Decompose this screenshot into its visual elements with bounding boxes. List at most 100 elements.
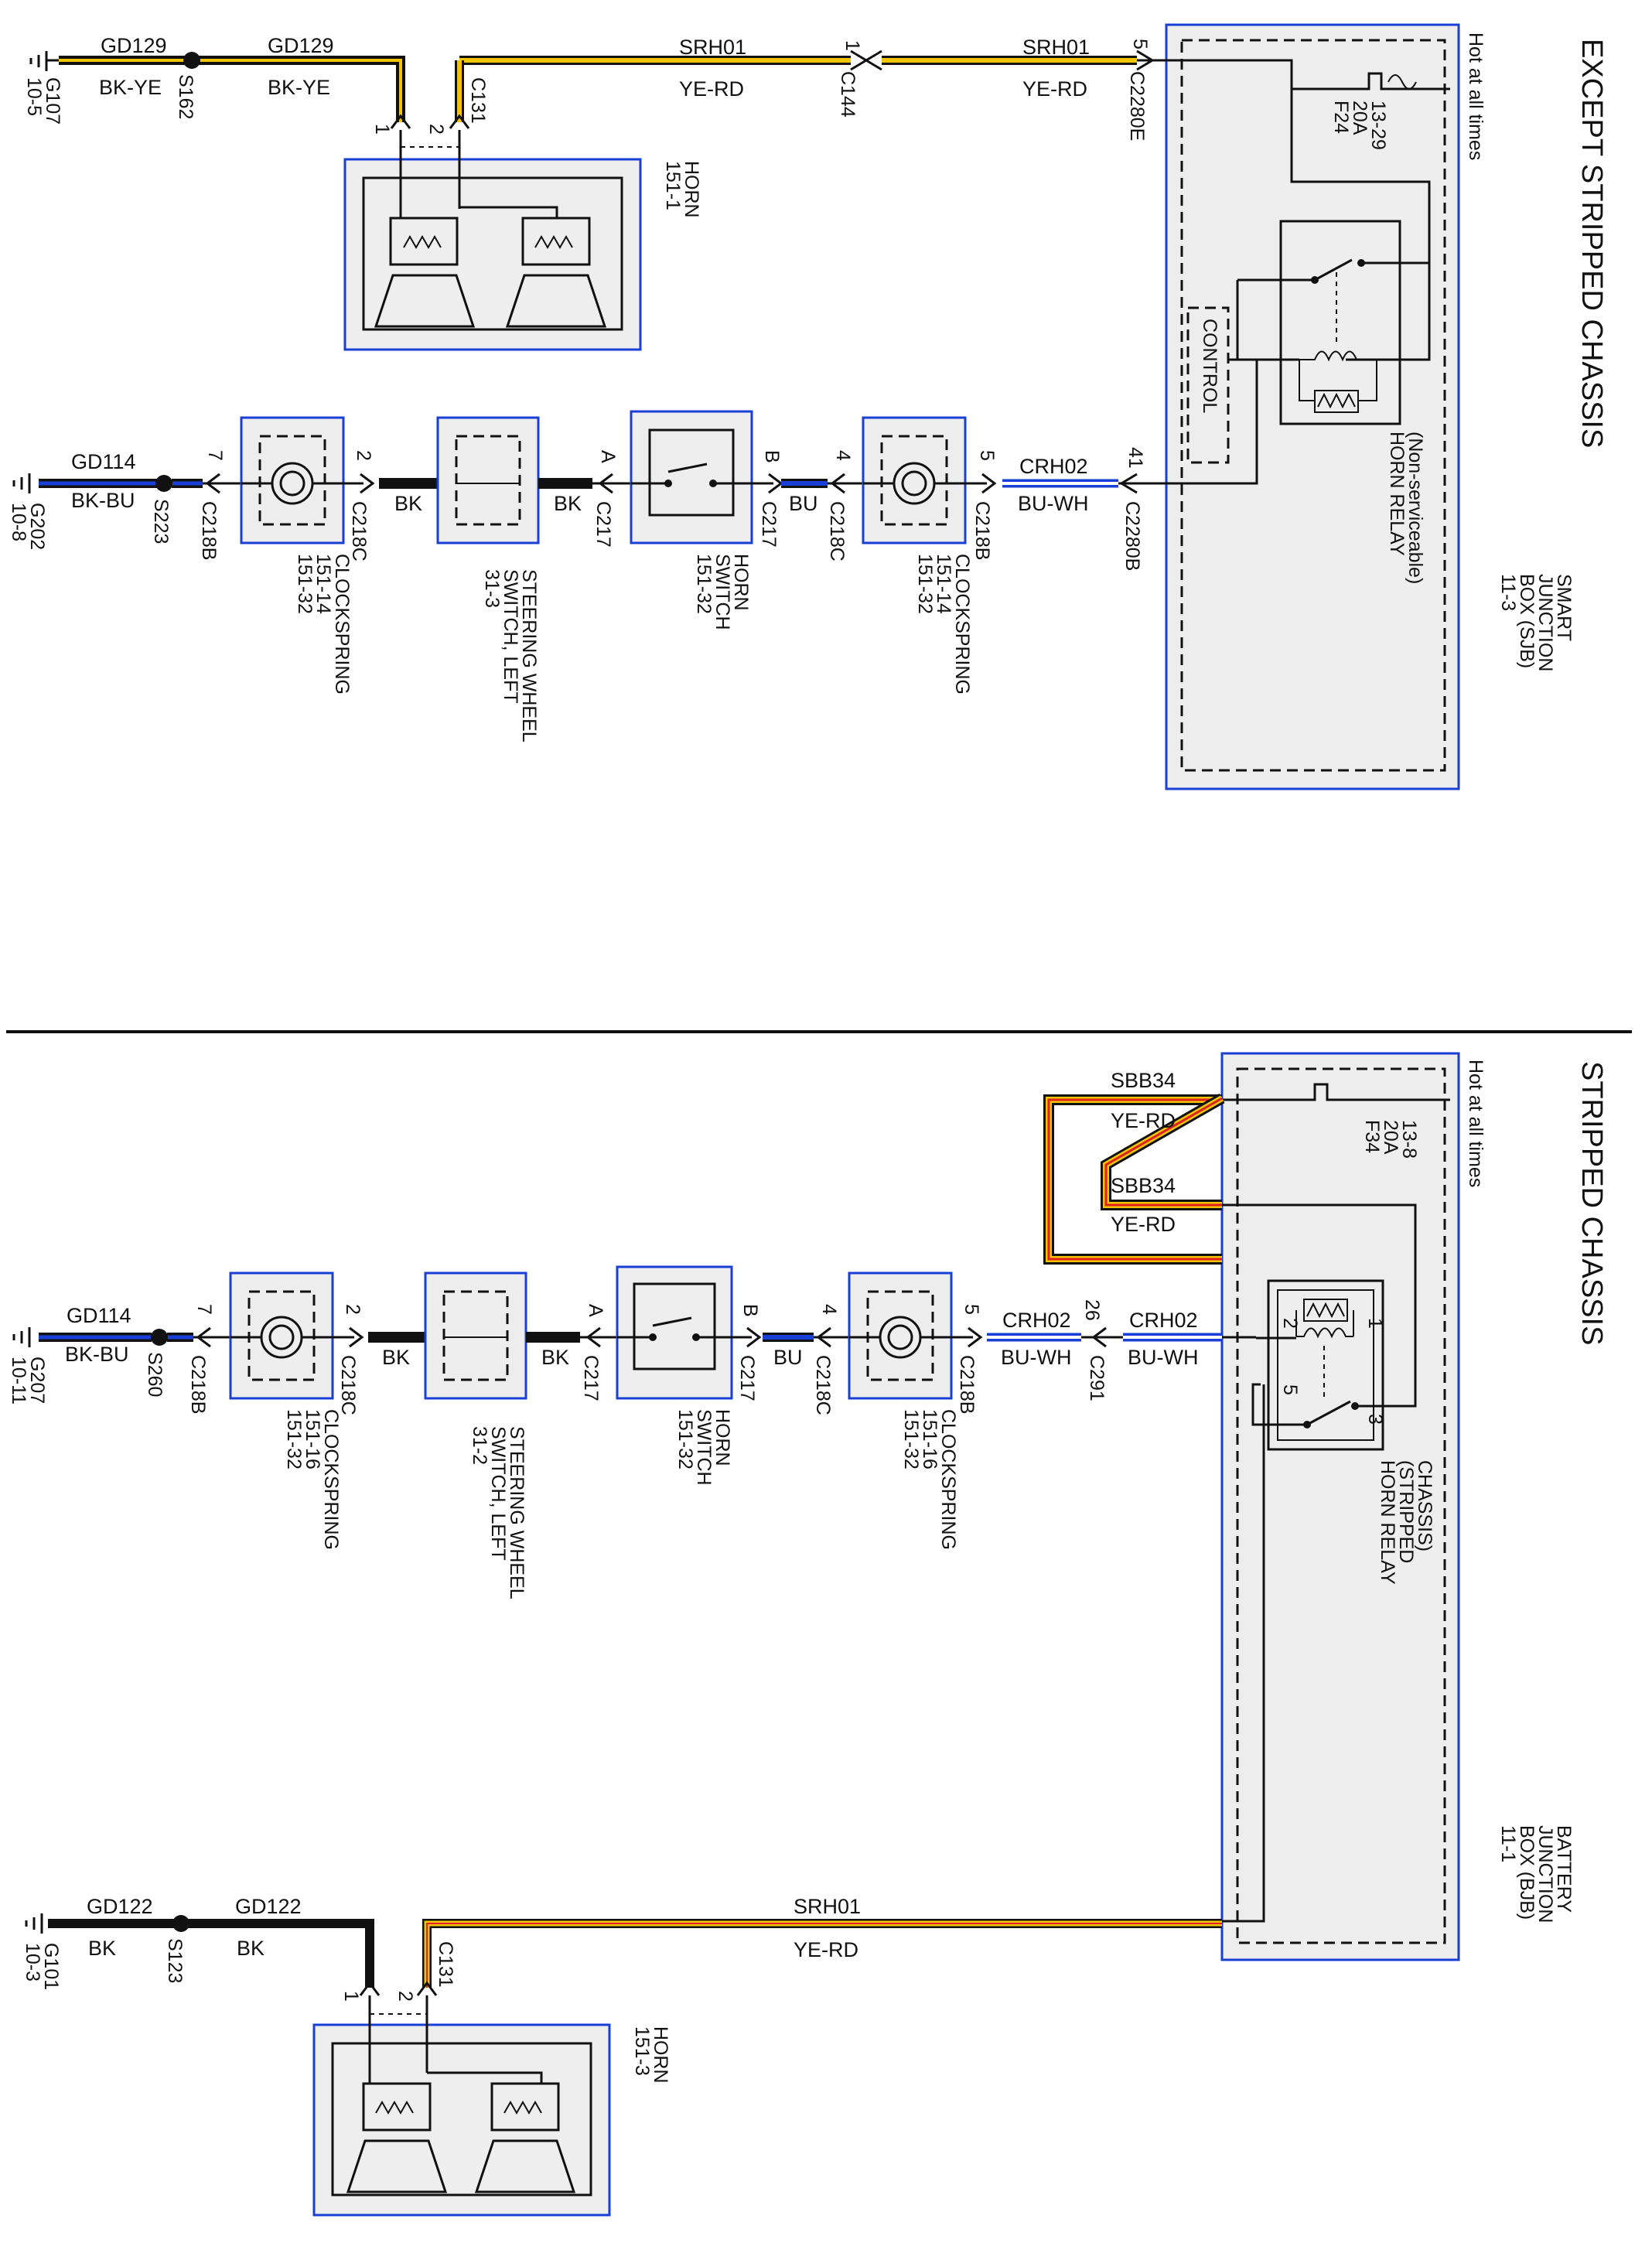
horn-switch-top-symbol: [631, 463, 752, 485]
relay-bottom-coil-leads: [1295, 1310, 1354, 1336]
section-title-top: EXCEPT STRIPPED CHASSIS: [1575, 39, 1608, 448]
wire-gd129-color-1: BK-YE: [99, 76, 162, 99]
svg-text:10-5: 10-5: [23, 77, 45, 116]
svg-text:BOX (BJB): BOX (BJB): [1516, 1825, 1538, 1920]
connector-c2280b-label: C2280B: [1121, 501, 1143, 571]
horn-top-label: HORN 151-1: [662, 161, 702, 218]
wire-sbb34-name-2: SBB34: [1111, 1174, 1176, 1197]
connector-c144-pin: 1: [841, 40, 863, 51]
bjb-label: BATTERY JUNCTION BOX (BJB) 11-1: [1497, 1825, 1575, 1923]
clockspring-top-left-label: CLOCKSPRING 151-14 151-32: [294, 554, 353, 695]
svg-text:(STRIPPED: (STRIPPED: [1395, 1460, 1417, 1563]
horn-bottom-box: [312, 2023, 611, 2217]
svg-text:CLOCKSPRING: CLOCKSPRING: [951, 554, 973, 695]
relay-resistor-zigzag: [1317, 392, 1356, 409]
wire-gd114-top-color: BK-BU: [71, 489, 135, 512]
svg-text:10-3: 10-3: [22, 1943, 43, 1981]
horn-switch-top-label: HORN SWITCH 151-32: [693, 554, 752, 630]
connector-c218b-bottom-right-label: C218B: [956, 1355, 978, 1414]
wire-gd114-top-name: GD114: [71, 450, 136, 473]
sjb-inner-outline: [1180, 39, 1446, 772]
connector-c218c-top-right: [828, 473, 863, 494]
wire-crh02-bottom-2-color: BU-WH: [1128, 1346, 1198, 1369]
wire-bk-top-1-label: BK: [394, 492, 422, 515]
horn-bottom-symbols: [346, 1995, 576, 2193]
ground-g202-symbol: [12, 473, 31, 493]
connector-c131-bottom-label: C131: [435, 1941, 456, 1988]
horn-top-box: [343, 158, 642, 351]
connector-c2280b: [1118, 473, 1138, 494]
top-row: S223 G202 10-8 GD114 BK-BU C218B 7 CLOCK…: [8, 410, 1146, 742]
ground-g202-label: G202 10-8: [8, 503, 48, 550]
splice-s162: [183, 52, 200, 69]
connector-c218c-top-left-pin: 2: [353, 450, 374, 461]
horn-switch-bottom-label: HORN SWITCH 151-32: [674, 1409, 733, 1486]
wire-srh01-bottom-tracer: [426, 1923, 1222, 1988]
wire-srh01-color-1: YE-RD: [679, 77, 744, 101]
ground-g207-label: G207 10-11: [8, 1357, 48, 1405]
connector-c144-symbol: [850, 49, 882, 71]
wire-crh02-top-name: CRH02: [1019, 455, 1088, 478]
connector-c2280e-label: C2280E: [1126, 71, 1148, 141]
connector-c131-bottom-symbol: [359, 1981, 438, 1996]
svg-text:G107: G107: [42, 77, 63, 125]
bjb-feed-to-relay: [1222, 1203, 1417, 1408]
relay-bottom-pin-3: 3: [1364, 1414, 1386, 1425]
svg-text:JUNCTION: JUNCTION: [1534, 1825, 1556, 1923]
svg-text:F34: F34: [1361, 1120, 1383, 1153]
connector-c217-top-b: [752, 473, 783, 494]
svg-text:G101: G101: [40, 1943, 62, 1990]
connector-c217-bottom-b-label: C217: [736, 1355, 758, 1401]
horn-switch-bottom-box: [616, 1265, 733, 1400]
section-title-bottom: STRIPPED CHASSIS: [1575, 1061, 1608, 1345]
steering-wheel-switch-top-label: STEERING WHEEL SWITCH, LEFT 31-3: [481, 569, 540, 742]
wire-crh02-bottom-1-name: CRH02: [1002, 1309, 1071, 1332]
svg-text:STEERING WHEEL: STEERING WHEEL: [518, 569, 540, 742]
ground-g207-symbol: [12, 1327, 31, 1347]
splice-s123: [172, 1915, 189, 1932]
horn-relay-box: [1279, 220, 1401, 425]
connector-c218b-bottom-left: [193, 1326, 230, 1348]
clockspring-bottom-left-box: [229, 1271, 334, 1400]
clockspring-bottom-right-box: [848, 1271, 953, 1400]
wire-bk-bottom-2-label: BK: [541, 1346, 569, 1369]
svg-text:(Non-serviceable): (Non-serviceable): [1405, 432, 1426, 584]
steering-wheel-switch-top-inner: [455, 435, 521, 526]
connector-c291-label: C291: [1086, 1355, 1108, 1401]
connector-c218c-top-left-label: C218C: [348, 501, 370, 562]
horn-top-inner: [362, 176, 623, 331]
wire-gd122-name-2: GD122: [235, 1895, 302, 1918]
clockspring-top-right-box: [862, 416, 967, 544]
relay-to-horn-bottom: [1222, 1384, 1265, 1923]
relay-bottom-output-1: [1251, 1383, 1307, 1426]
ground-g101-label: G101 10-3: [22, 1943, 62, 1990]
ground-g101-symbol: [25, 1913, 43, 1934]
splice-s162-label: S162: [175, 74, 196, 119]
relay-feed-wire: [1137, 59, 1431, 361]
wire-crh02-bottom-2-name: CRH02: [1129, 1309, 1198, 1332]
connector-c218c-bottom-left-pin: 2: [342, 1304, 364, 1315]
wire-sbb34-color-2: YE-RD: [1111, 1213, 1176, 1236]
relay-switch-blade: [1314, 258, 1353, 282]
svg-text:11-1: 11-1: [1497, 1825, 1519, 1862]
wire-bk-bottom-1-label: BK: [382, 1346, 410, 1369]
connector-c218c-bottom-left-label: C218C: [337, 1355, 359, 1415]
fuse-f34-symbol: [1222, 1083, 1450, 1101]
connector-c217-top-b-pin: B: [761, 450, 783, 463]
connector-c217-bottom-b-pin: B: [739, 1304, 761, 1317]
horn-top-symbols: [374, 130, 607, 328]
svg-text:CHASSIS): CHASSIS): [1414, 1460, 1435, 1551]
svg-text:BATTERY: BATTERY: [1553, 1825, 1575, 1913]
clockspring-bottom-left-core: [268, 1324, 295, 1350]
wire-gd122-color-2: BK: [237, 1937, 265, 1960]
splice-s223: [155, 475, 172, 492]
fuse-f34-label: F34 20A 13-8: [1361, 1120, 1420, 1159]
wire-sbb34-outer-tracer: [1047, 1098, 1222, 1261]
svg-text:31-2: 31-2: [469, 1426, 490, 1465]
relay-coil: [1299, 350, 1373, 362]
wire-sbb34-inner-tracer: [1104, 1097, 1223, 1207]
wire-srh01-color-2: YE-RD: [1022, 77, 1087, 101]
horn-bottom-inner: [331, 2042, 592, 2197]
svg-text:151-1: 151-1: [662, 161, 684, 210]
connector-c218c-bottom-right-label: C218C: [812, 1355, 834, 1415]
